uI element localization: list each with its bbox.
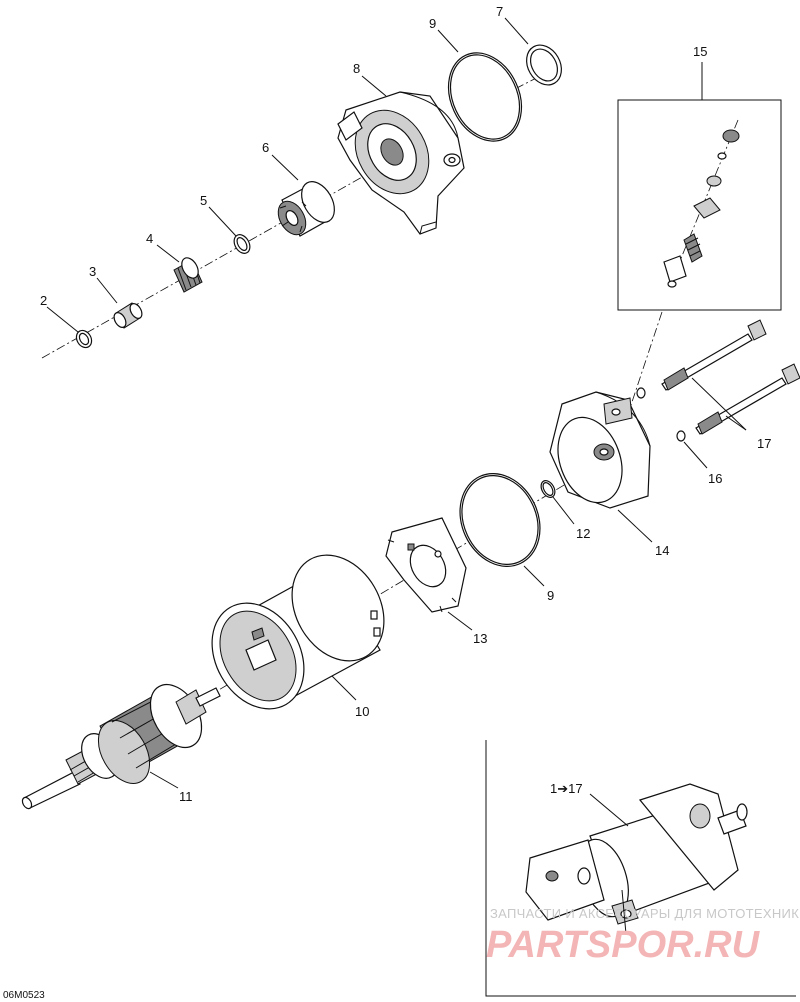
part-11-armature xyxy=(21,683,221,810)
inset-box-part-15 xyxy=(617,99,782,311)
leader-7 xyxy=(504,17,529,45)
leader-10 xyxy=(331,675,357,701)
leader-8 xyxy=(361,75,387,97)
kit-to-housing-axis xyxy=(629,311,663,409)
part-3-bushing xyxy=(113,302,143,329)
leader-3 xyxy=(96,277,118,304)
leader-12 xyxy=(552,496,575,525)
callout-15: 15 xyxy=(693,44,707,59)
part-17-through-bolts xyxy=(661,319,800,435)
inset-box-assembled xyxy=(485,740,796,997)
leader-2 xyxy=(46,306,79,333)
callout-13: 13 xyxy=(473,631,487,646)
callout-11: 11 xyxy=(179,789,193,804)
leader-17b xyxy=(725,415,747,431)
callout-14: 14 xyxy=(655,543,669,558)
leader-16 xyxy=(683,441,708,469)
leader-9-top xyxy=(437,29,459,53)
part-4-spring xyxy=(173,257,203,293)
leader-9-lower xyxy=(523,565,545,587)
callouts: 2 3 4 5 6 8 9 7 15 17 16 12 14 9 13 10 1 xyxy=(40,4,771,804)
callout-1-17: 1➔17 xyxy=(550,781,583,796)
part-16-washers xyxy=(636,387,686,442)
leader-14 xyxy=(617,509,653,543)
callout-4: 4 xyxy=(146,231,153,246)
callout-16: 16 xyxy=(708,471,722,486)
callout-2: 2 xyxy=(40,293,47,308)
callout-5: 5 xyxy=(200,193,207,208)
callout-7: 7 xyxy=(496,4,503,19)
part-14-end-housing xyxy=(549,391,651,509)
lower-assembly-axis xyxy=(29,439,641,803)
figure-code: 06M0523 xyxy=(3,990,45,1001)
leader-4 xyxy=(156,244,180,263)
watermark-logo: PARTSPOR.RU xyxy=(486,924,761,966)
part-10-field-frame xyxy=(211,554,385,710)
watermark-caption: ЗАПЧАСТИ И АКСЕССУАРЫ ДЛЯ МОТОТЕХНИКИ xyxy=(490,906,800,921)
callout-9-top: 9 xyxy=(429,16,436,31)
callout-9-lower: 9 xyxy=(547,588,554,603)
part-2-ring xyxy=(75,329,93,349)
part-8-drive-end-housing xyxy=(337,91,465,235)
leader-5 xyxy=(208,206,237,237)
part-7-ring xyxy=(526,44,562,86)
callout-17: 17 xyxy=(757,436,771,451)
callout-12: 12 xyxy=(576,526,590,541)
part-13-brush-plate xyxy=(385,517,467,613)
part-9-o-ring-lower xyxy=(459,473,541,567)
part-12-o-ring-small xyxy=(540,480,556,498)
callout-6: 6 xyxy=(262,140,269,155)
part-9-o-ring-top xyxy=(447,52,523,142)
callout-10: 10 xyxy=(355,704,369,719)
leader-17a xyxy=(691,377,747,431)
leader-1-17 xyxy=(589,793,629,827)
leader-13 xyxy=(447,611,473,631)
part-6-pinion-gear xyxy=(277,181,335,237)
part-5-clip-ring xyxy=(233,234,251,254)
assembled-starter-motor xyxy=(525,783,748,935)
callout-3: 3 xyxy=(89,264,96,279)
leader-6 xyxy=(271,154,299,181)
callout-8: 8 xyxy=(353,61,360,76)
part-15-brush-holder-kit xyxy=(663,129,740,288)
leader-11 xyxy=(149,771,179,789)
upper-assembly-axis xyxy=(41,149,411,359)
